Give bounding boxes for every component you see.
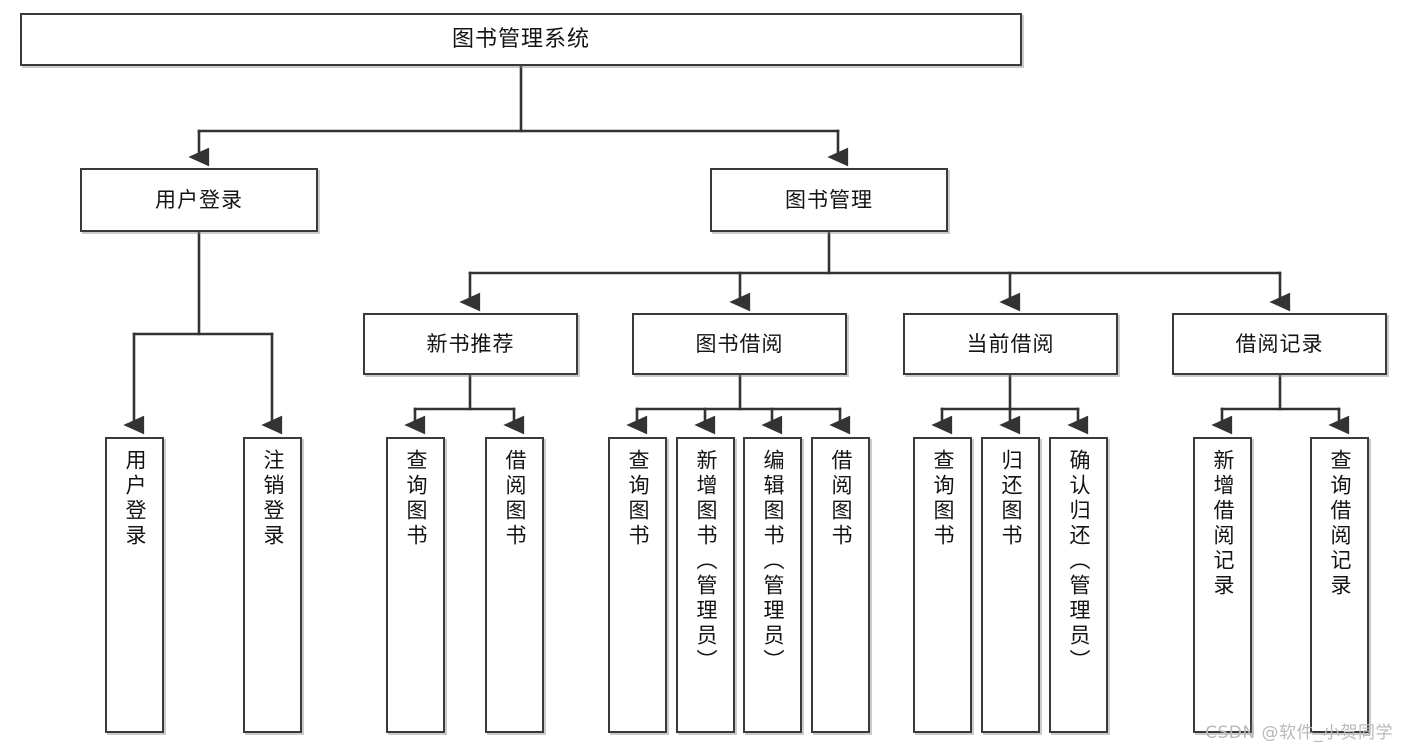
- node-borrow-record-label: 借阅记录: [1235, 331, 1324, 356]
- node-leaf-query-book-2-label: 查询图书: [626, 449, 650, 549]
- node-leaf-query-record[interactable]: 查询借阅记录: [1310, 437, 1369, 733]
- node-leaf-query-book-3-label: 查询图书: [931, 449, 955, 549]
- node-leaf-query-book-1-label: 查询图书: [404, 449, 428, 549]
- node-root[interactable]: 图书管理系统: [20, 13, 1022, 66]
- node-leaf-add-book[interactable]: 新增图书（管理员）: [676, 437, 735, 733]
- node-new-book-rec[interactable]: 新书推荐: [363, 313, 578, 375]
- node-leaf-return-book-label: 归还图书: [999, 449, 1023, 549]
- node-leaf-user-login-label: 用户登录: [123, 449, 147, 549]
- node-leaf-query-book-3[interactable]: 查询图书: [913, 437, 972, 733]
- node-borrow-record[interactable]: 借阅记录: [1172, 313, 1387, 375]
- node-leaf-borrow-book-2[interactable]: 借阅图书: [811, 437, 870, 733]
- node-leaf-logout[interactable]: 注销登录: [243, 437, 302, 733]
- node-leaf-borrow-book-1-label: 借阅图书: [503, 449, 527, 549]
- node-book-manage[interactable]: 图书管理: [710, 168, 948, 232]
- node-leaf-add-book-label: 新增图书（管理员）: [694, 449, 718, 674]
- node-user-login[interactable]: 用户登录: [80, 168, 318, 232]
- node-leaf-query-book-2[interactable]: 查询图书: [608, 437, 667, 733]
- node-leaf-return-book[interactable]: 归还图书: [981, 437, 1040, 733]
- node-user-login-label: 用户登录: [155, 187, 243, 212]
- node-leaf-borrow-book-1[interactable]: 借阅图书: [485, 437, 544, 733]
- node-current-borrow-label: 当前借阅: [966, 331, 1055, 356]
- node-new-book-rec-label: 新书推荐: [426, 331, 515, 356]
- node-book-borrow-label: 图书借阅: [695, 331, 784, 356]
- node-leaf-logout-label: 注销登录: [261, 449, 285, 549]
- node-book-manage-label: 图书管理: [785, 187, 873, 212]
- node-root-label: 图书管理系统: [451, 26, 590, 52]
- node-leaf-user-login[interactable]: 用户登录: [105, 437, 164, 733]
- node-leaf-add-record-label: 新增借阅记录: [1211, 449, 1235, 599]
- node-leaf-query-record-label: 查询借阅记录: [1328, 449, 1352, 599]
- node-leaf-confirm-return[interactable]: 确认归还（管理员）: [1049, 437, 1108, 733]
- node-leaf-confirm-return-label: 确认归还（管理员）: [1067, 449, 1091, 674]
- node-book-borrow[interactable]: 图书借阅: [632, 313, 847, 375]
- node-current-borrow[interactable]: 当前借阅: [903, 313, 1118, 375]
- node-leaf-edit-book[interactable]: 编辑图书（管理员）: [743, 437, 802, 733]
- node-leaf-borrow-book-2-label: 借阅图书: [829, 449, 853, 549]
- node-leaf-edit-book-label: 编辑图书（管理员）: [761, 449, 785, 674]
- node-leaf-query-book-1[interactable]: 查询图书: [386, 437, 445, 733]
- node-leaf-add-record[interactable]: 新增借阅记录: [1193, 437, 1252, 733]
